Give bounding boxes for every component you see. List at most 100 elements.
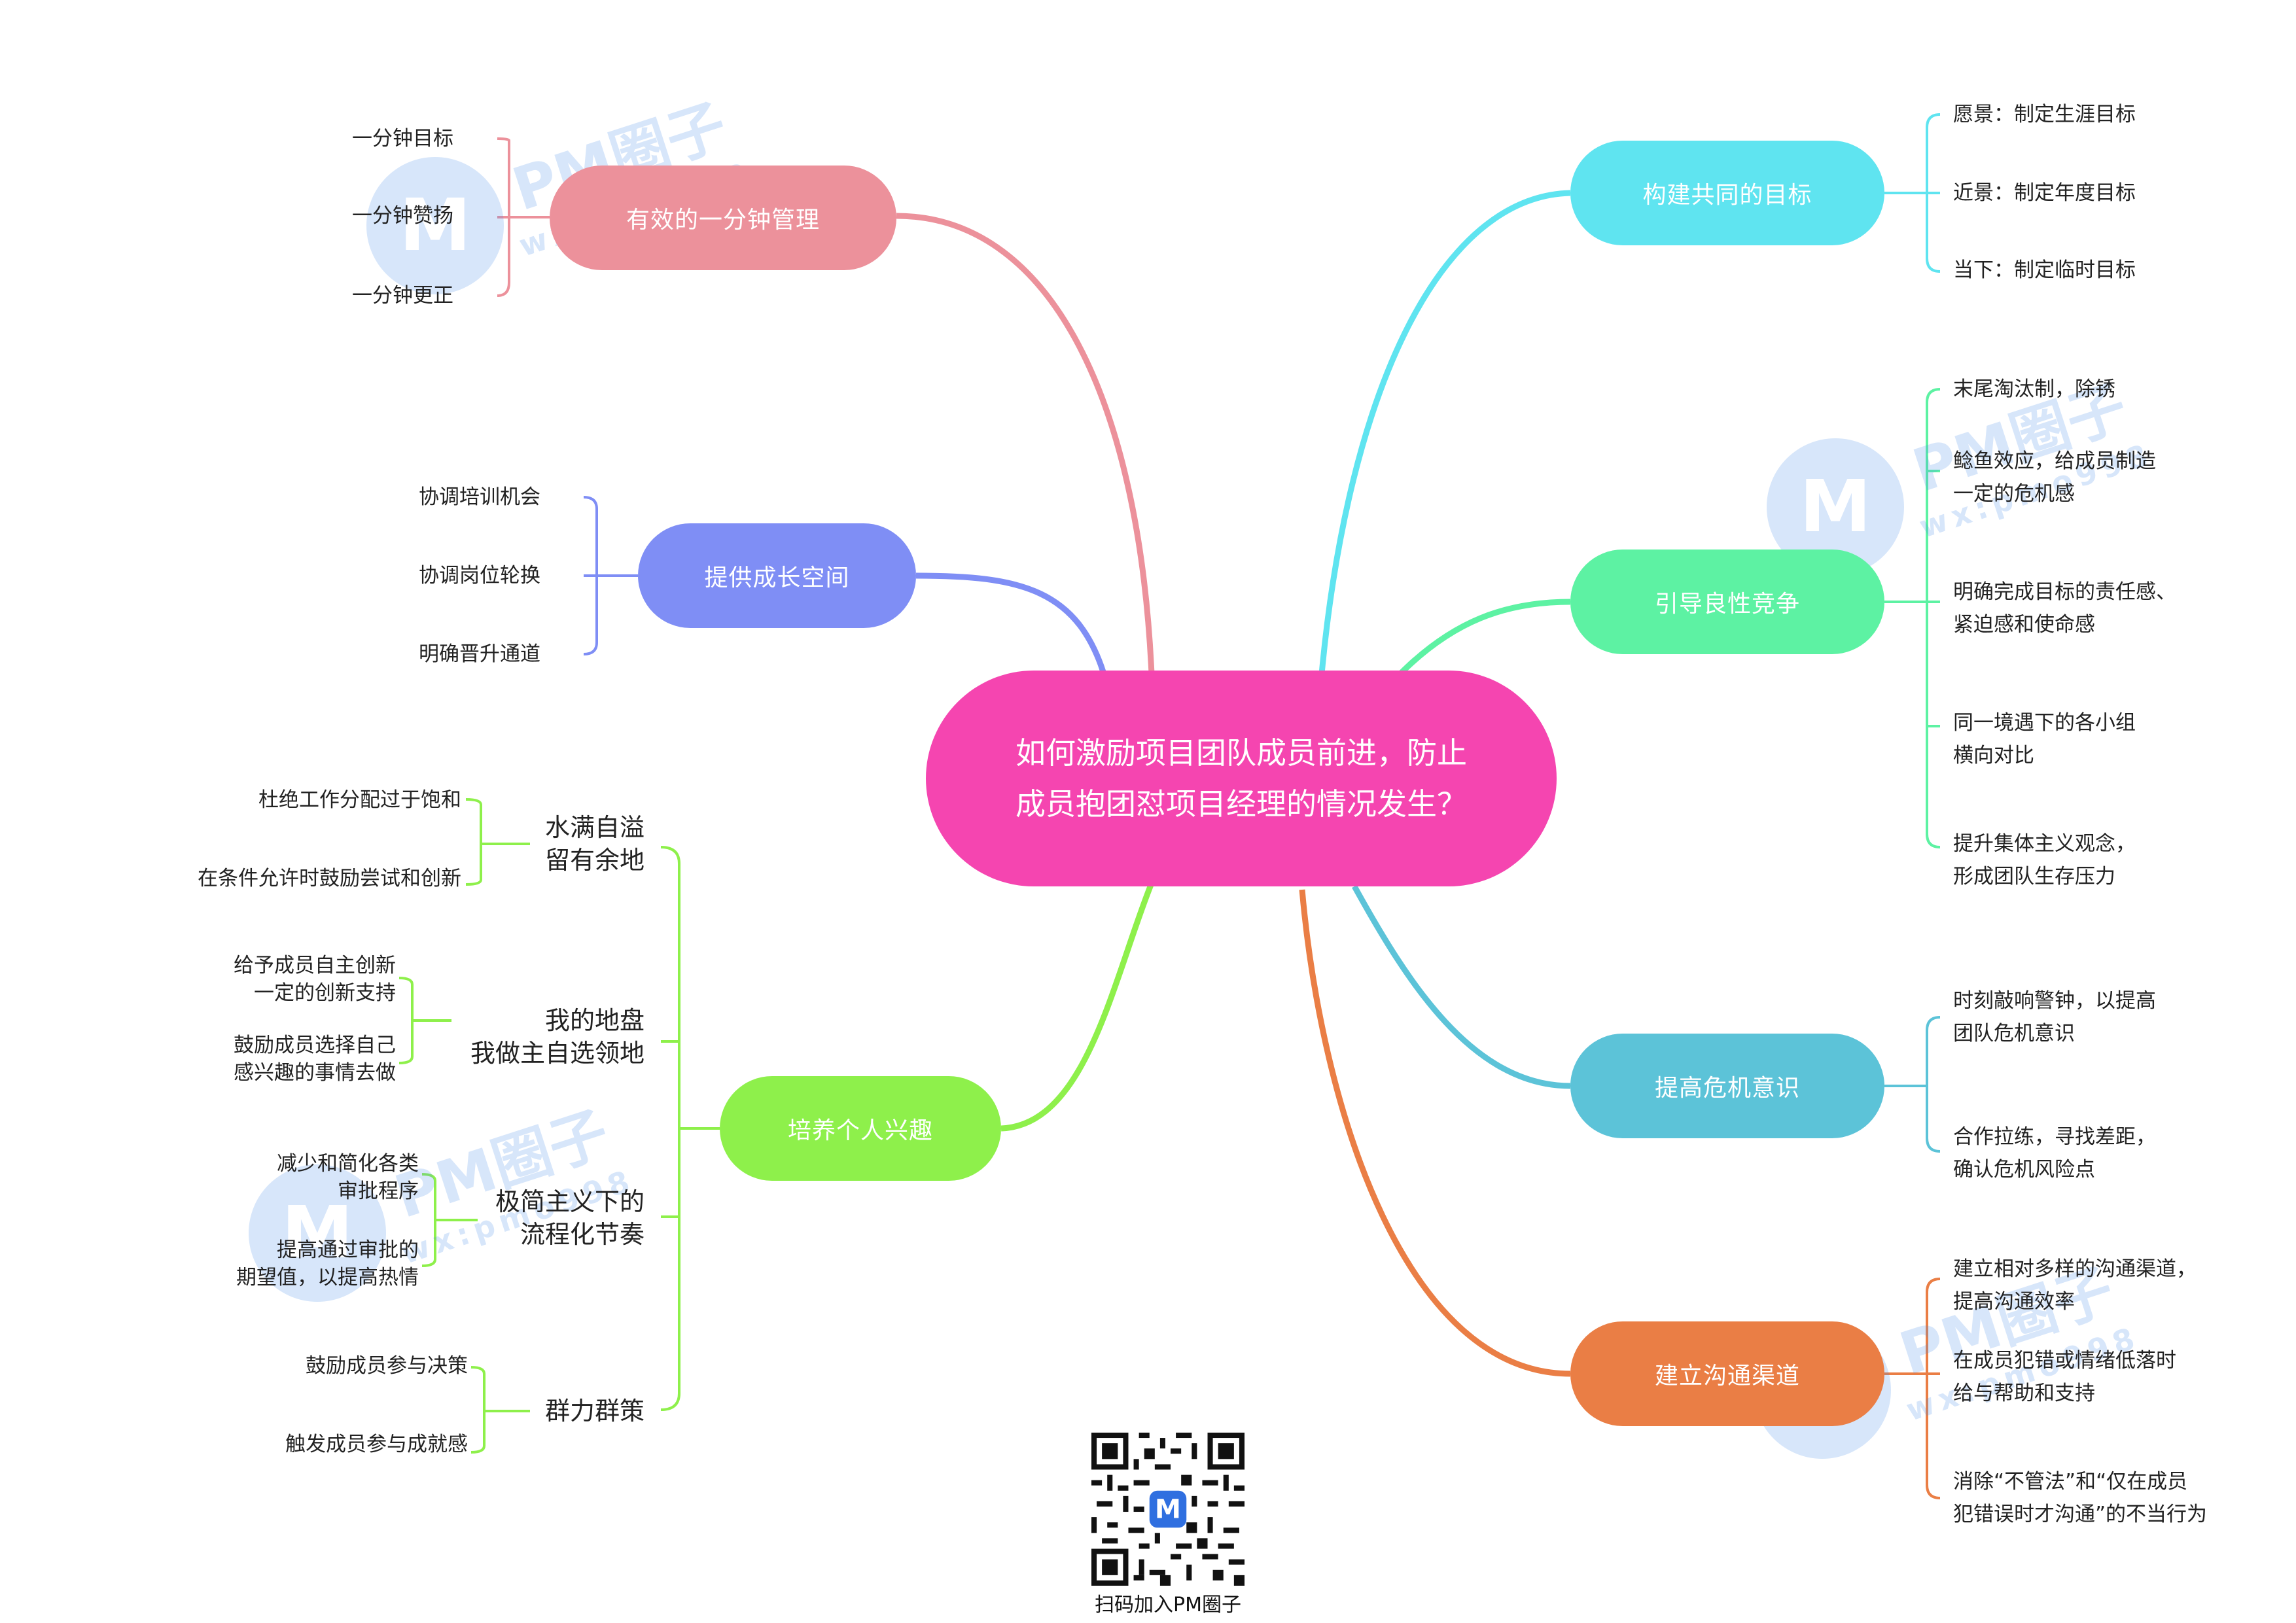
leaf-text: 给予成员自主创新 (234, 954, 396, 977)
svg-text:M: M (1155, 1494, 1181, 1525)
leaf-text: 合作拉练，寻找差距， (1953, 1125, 2156, 1149)
connector-common-goal (1318, 190, 1571, 674)
watermark-logo-icon (249, 1164, 386, 1302)
bracket-common-goal (1884, 113, 1941, 273)
leaf-text: 建立相对多样的沟通渠道， (1953, 1257, 2197, 1281)
branch-personal-interest[interactable]: 培养个人兴趣 (720, 1076, 1001, 1181)
branch-common-goal[interactable]: 构建共同的目标 (1570, 141, 1884, 245)
leaf-text: 鼓励成员选择自己 (234, 1034, 396, 1057)
leaf-text: 一分钟赞扬 (352, 204, 453, 228)
sub-topic-line: 极简主义下的 (495, 1187, 645, 1216)
qr-caption: 扫码加入PM圈子 (1095, 1594, 1241, 1616)
leaf-simplify-approval[interactable]: 减少和简化各类 审批程序 (190, 1150, 419, 1205)
watermark-logo-icon (366, 157, 504, 294)
sub-topic-minimalist-process[interactable]: 极简主义下的 流程化节奏 (471, 1185, 645, 1251)
connector-competition (1398, 599, 1571, 676)
leaf-text: 在条件允许时鼓励尝试和创新 (198, 867, 461, 890)
bracket-personal-interest (398, 798, 720, 1454)
sub-topic-line: 我做主自选领地 (470, 1039, 645, 1068)
leaf-training[interactable]: 协调培训机会 (419, 481, 540, 514)
sub-topic-line: 流程化节奏 (520, 1220, 645, 1249)
leaf-minute-praise[interactable]: 一分钟赞扬 (352, 200, 453, 232)
leaf-sense-achievement[interactable]: 触发成员参与成就感 (222, 1428, 468, 1461)
leaf-current[interactable]: 当下：制定临时目标 (1953, 254, 2136, 287)
sub-topic-line: 水满自溢 (544, 813, 645, 842)
leaf-near-term[interactable]: 近景：制定年度目标 (1953, 177, 2136, 209)
connector-communication (1299, 889, 1571, 1377)
branch-label: 提高危机意识 (1654, 1075, 1800, 1102)
sub-topic-collective-wisdom[interactable]: 群力群策 (523, 1395, 645, 1427)
leaf-text: 明确完成目标的责任感、 (1953, 580, 2176, 604)
central-topic-line: 如何激励项目团队成员前进，防止 (1016, 735, 1467, 771)
leaf-elimination[interactable]: 末尾淘汰制，除锈 (1953, 373, 2115, 406)
sub-topic-line: 我的地盘 (544, 1006, 645, 1035)
leaf-text: 时刻敲响警钟，以提高 (1953, 989, 2156, 1013)
branch-minute-management[interactable]: 有效的一分钟管理 (550, 166, 896, 270)
leaf-support[interactable]: 在成员犯错或情绪低落时 给与帮助和支持 (1953, 1344, 2176, 1410)
leaf-text: 减少和简化各类 (277, 1152, 419, 1176)
leaf-rotation[interactable]: 协调岗位轮换 (419, 559, 540, 592)
leaf-text: 近景：制定年度目标 (1953, 181, 2136, 205)
leaf-promotion[interactable]: 明确晋升通道 (419, 638, 540, 671)
leaf-text: 团队危机意识 (1953, 1022, 2075, 1045)
leaf-text: 给与帮助和支持 (1953, 1382, 2095, 1405)
leaf-diverse-channels[interactable]: 建立相对多样的沟通渠道， 提高沟通效率 (1953, 1253, 2197, 1318)
leaf-text: 一分钟目标 (352, 127, 453, 150)
central-topic[interactable]: 如何激励项目团队成员前进，防止 成员抱团怼项目经理的情况发生？ (926, 671, 1557, 886)
branch-growth-space[interactable]: 提供成长空间 (638, 523, 916, 628)
sub-topic-own-territory[interactable]: 我的地盘 我做主自选领地 (445, 1004, 645, 1070)
leaf-encourage-innovation[interactable]: 在条件允许时鼓励尝试和创新 (131, 862, 461, 895)
branch-label: 建立沟通渠道 (1654, 1363, 1800, 1389)
bracket-growth-space (583, 496, 638, 655)
leaf-collectivism[interactable]: 提升集体主义观念， 形成团队生存压力 (1953, 828, 2136, 893)
leaf-text: 协调岗位轮换 (419, 564, 540, 587)
leaf-eliminate-bad-habits[interactable]: 消除“不管法”和“仅在成员 犯错误时才沟通”的不当行为 (1953, 1465, 2207, 1531)
leaf-text: 末尾淘汰制，除锈 (1953, 377, 2115, 401)
leaf-horizontal-compare[interactable]: 同一境遇下的各小组 横向对比 (1953, 707, 2136, 772)
leaf-text: 提高沟通效率 (1953, 1290, 2075, 1314)
sub-topic-spare-capacity[interactable]: 水满自溢 留有余地 (510, 811, 645, 877)
branch-competition[interactable]: 引导良性竞争 (1570, 550, 1884, 654)
leaf-text: 触发成员参与成就感 (285, 1433, 468, 1456)
leaf-text: 审批程序 (338, 1179, 419, 1203)
leaf-text: 一定的创新支持 (254, 981, 396, 1005)
leaf-text: 同一境遇下的各小组 (1953, 711, 2136, 735)
leaf-text: 在成员犯错或情绪低落时 (1953, 1349, 2176, 1372)
leaf-vision[interactable]: 愿景：制定生涯目标 (1953, 98, 2136, 131)
leaf-drill[interactable]: 合作拉练，寻找差距， 确认危机风险点 (1953, 1121, 2156, 1186)
leaf-raise-expectation[interactable]: 提高通过审批的 期望值，以提高热情 (164, 1236, 419, 1291)
leaf-join-decision[interactable]: 鼓励成员参与决策 (222, 1350, 468, 1382)
bracket-communication (1884, 1278, 1941, 1499)
branch-label: 引导良性竞争 (1654, 591, 1800, 618)
connector-crisis (1352, 884, 1571, 1089)
leaf-text: 紧迫感和使命感 (1953, 613, 2095, 637)
leaf-text: 感兴趣的事情去做 (234, 1061, 396, 1085)
leaf-alarm[interactable]: 时刻敲响警钟，以提高 团队危机意识 (1953, 985, 2156, 1050)
leaf-text: 鲶鱼效应，给成员制造 (1953, 449, 2156, 473)
qr-code-icon[interactable]: M (1091, 1433, 1245, 1586)
leaf-no-overload[interactable]: 杜绝工作分配过于饱和 (216, 784, 461, 816)
branch-label: 提供成长空间 (704, 565, 850, 591)
branch-label: 有效的一分钟管理 (626, 207, 820, 234)
leaf-text: 协调培训机会 (419, 485, 540, 509)
leaf-autonomy-support[interactable]: 给予成员自主创新 一定的创新支持 (164, 952, 396, 1007)
leaf-minute-correction[interactable]: 一分钟更正 (352, 279, 453, 312)
leaf-text: 当下：制定临时目标 (1953, 258, 2136, 282)
leaf-text: 期望值，以提高热情 (236, 1266, 419, 1289)
branch-communication[interactable]: 建立沟通渠道 (1570, 1321, 1884, 1426)
leaf-text: 一分钟更正 (352, 284, 453, 307)
leaf-minute-goal[interactable]: 一分钟目标 (352, 122, 453, 155)
leaf-text: 一定的危机感 (1953, 482, 2075, 506)
branch-crisis[interactable]: 提高危机意识 (1570, 1034, 1884, 1138)
leaf-responsibility[interactable]: 明确完成目标的责任感、 紧迫感和使命感 (1953, 576, 2176, 641)
leaf-text: 愿景：制定生涯目标 (1953, 103, 2136, 126)
branch-label: 培养个人兴趣 (787, 1117, 933, 1144)
connector-growth-space (915, 572, 1109, 682)
leaf-text: 犯错误时才沟通”的不当行为 (1953, 1503, 2208, 1526)
leaf-text: 鼓励成员参与决策 (306, 1354, 468, 1378)
leaf-choose-interest[interactable]: 鼓励成员选择自己 感兴趣的事情去做 (164, 1032, 396, 1087)
connector-personal-interest (1000, 882, 1155, 1132)
leaf-catfish-effect[interactable]: 鲶鱼效应，给成员制造 一定的危机感 (1953, 445, 2156, 510)
central-topic-line: 成员抱团怼项目经理的情况发生？ (1016, 786, 1467, 822)
